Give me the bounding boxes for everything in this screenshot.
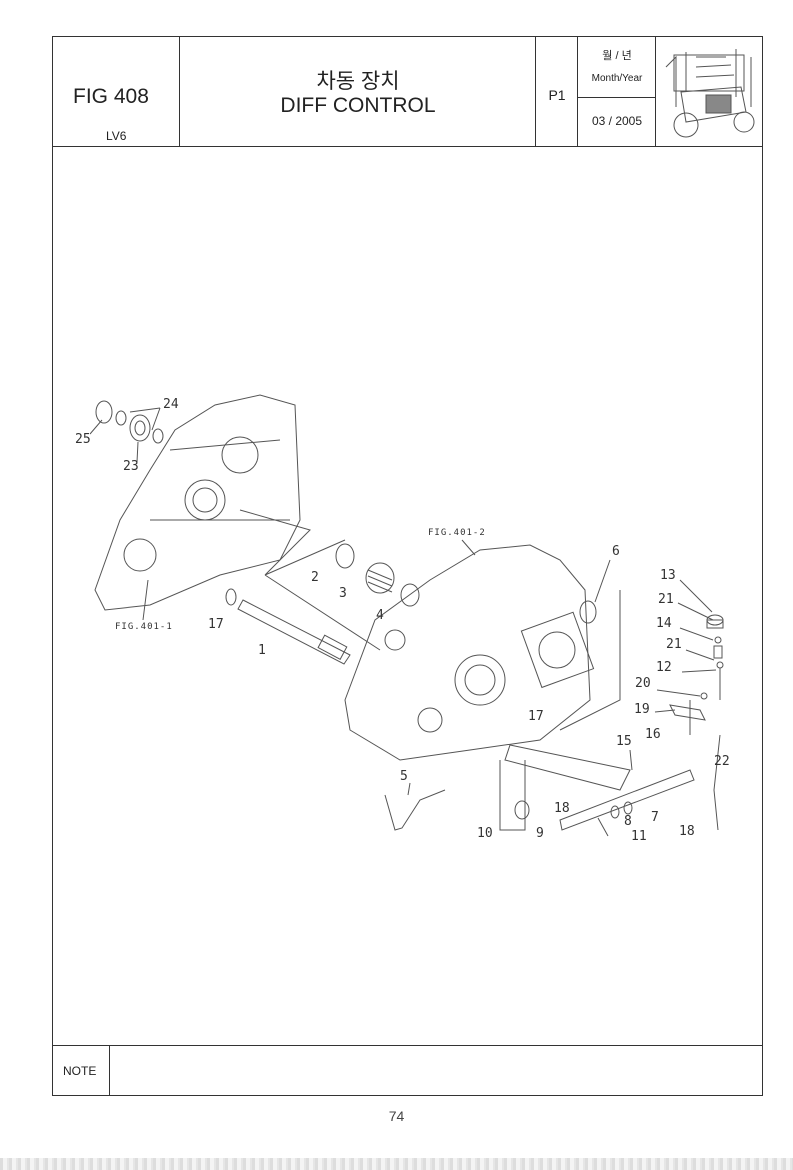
note-row: NOTE <box>53 1045 762 1096</box>
date-value: 03 / 2005 <box>591 114 643 128</box>
date-label-korean: 월 / 년 <box>602 50 632 62</box>
page-number: 74 <box>388 1108 405 1124</box>
callout-18b: 18 <box>679 824 695 839</box>
divider <box>578 97 656 98</box>
callout-18: 18 <box>554 801 570 816</box>
callout-25: 25 <box>75 432 91 447</box>
date-cell: 월 / 년 Month/Year 03 / 2005 <box>578 37 656 146</box>
callout-24: 24 <box>163 397 179 412</box>
callout-2: 2 <box>311 570 319 585</box>
callout-16: 16 <box>645 727 661 742</box>
model-code: LV6 <box>106 129 127 143</box>
reference-fig-401-2: FIG.401-2 <box>428 528 486 538</box>
scan-artifact-strip <box>0 1158 793 1170</box>
date-label-english: Month/Year <box>591 73 643 84</box>
callout-22: 22 <box>714 754 730 769</box>
right-housing <box>344 544 591 761</box>
fig-cell: FIG 408 LV6 <box>53 37 180 146</box>
callout-13: 13 <box>660 568 676 583</box>
callout-21b: 21 <box>666 637 682 652</box>
callout-20: 20 <box>635 676 651 691</box>
callout-12: 12 <box>656 660 672 675</box>
machine-thumbnail <box>656 37 764 146</box>
page-code-cell: P1 <box>536 37 578 146</box>
note-label: NOTE <box>63 1064 97 1078</box>
fig-number: FIG 408 <box>73 85 149 108</box>
title-block: FIG 408 LV6 차동 장치 DIFF CONTROL P1 월 / 년 … <box>53 37 762 147</box>
title-korean: 차동 장치 <box>316 70 400 93</box>
callout-17b: 17 <box>528 709 544 724</box>
callout-11: 11 <box>631 829 647 844</box>
page-code: P1 <box>548 87 566 103</box>
left-housing <box>94 394 301 611</box>
callout-19: 19 <box>634 702 650 717</box>
title-english: DIFF CONTROL <box>280 94 436 117</box>
note-label-cell: NOTE <box>53 1046 110 1096</box>
callout-1: 1 <box>258 643 266 658</box>
callout-5: 5 <box>400 769 408 784</box>
callout-6: 6 <box>612 544 620 559</box>
callout-3: 3 <box>339 586 347 601</box>
callout-10: 10 <box>477 826 493 841</box>
callout-7: 7 <box>651 810 659 825</box>
callout-17: 17 <box>208 617 224 632</box>
callout-8: 8 <box>624 814 632 829</box>
title-cell: 차동 장치 DIFF CONTROL <box>180 37 536 146</box>
callout-21: 21 <box>658 592 674 607</box>
callout-23: 23 <box>123 459 139 474</box>
callout-15: 15 <box>616 734 632 749</box>
page-frame: FIG 408 LV6 차동 장치 DIFF CONTROL P1 월 / 년 … <box>52 36 763 1096</box>
reference-fig-401-1: FIG.401-1 <box>115 622 173 632</box>
callout-9: 9 <box>536 826 544 841</box>
callout-4: 4 <box>376 608 384 623</box>
shaft <box>237 599 351 665</box>
callout-14: 14 <box>656 616 672 631</box>
rice-transplanter-icon <box>665 49 755 138</box>
